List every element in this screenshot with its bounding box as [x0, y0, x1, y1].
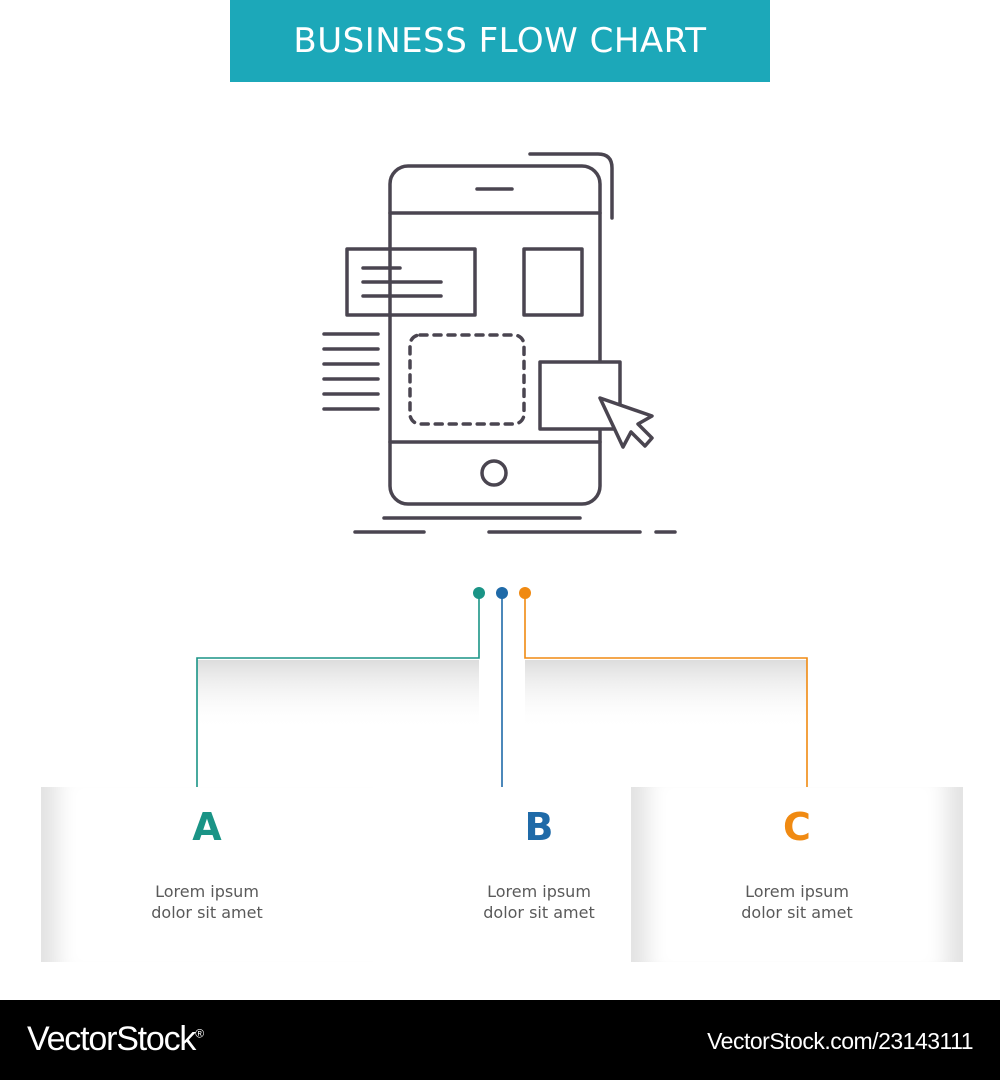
card-text-line: Lorem ipsum	[487, 882, 591, 901]
card-text-line: dolor sit amet	[483, 903, 595, 922]
footer-brand-logo: VectorStock®	[27, 1020, 204, 1059]
card-text-c: Lorem ipsum dolor sit amet	[631, 881, 963, 923]
card-text-line: dolor sit amet	[741, 903, 853, 922]
connector-dot-c	[519, 587, 531, 599]
card-text-line: Lorem ipsum	[155, 882, 259, 901]
page-title: BUSINESS FLOW CHART	[293, 21, 707, 61]
mobile-app-ui-design-icon	[322, 152, 677, 534]
flow-card-c: C Lorem ipsum dolor sit amet	[631, 787, 963, 962]
title-banner: BUSINESS FLOW CHART	[230, 0, 770, 82]
flow-connectors	[196, 587, 808, 797]
connector-shadow-right	[525, 660, 807, 730]
footer-image-id: VectorStock.com/23143111	[707, 1028, 973, 1054]
card-text-b: Lorem ipsum dolor sit amet	[373, 881, 705, 923]
card-letter-c: C	[783, 805, 811, 849]
card-text-a: Lorem ipsum dolor sit amet	[41, 881, 373, 923]
card-letter-b: B	[524, 805, 554, 849]
brand-name: VectorStock	[27, 1020, 196, 1058]
card-text-line: Lorem ipsum	[745, 882, 849, 901]
connector-dot-a	[473, 587, 485, 599]
connector-line-a	[196, 595, 480, 797]
card-letter-a: A	[192, 805, 222, 849]
connector-shadow-left	[197, 660, 479, 730]
flow-card-a: A Lorem ipsum dolor sit amet	[41, 787, 373, 962]
watermark-footer: VectorStock® VectorStock.com/23143111	[0, 1000, 1000, 1080]
registered-mark: ®	[195, 1026, 204, 1041]
card-text-line: dolor sit amet	[151, 903, 263, 922]
connector-line-c	[524, 595, 808, 797]
connector-dot-b	[496, 587, 508, 599]
